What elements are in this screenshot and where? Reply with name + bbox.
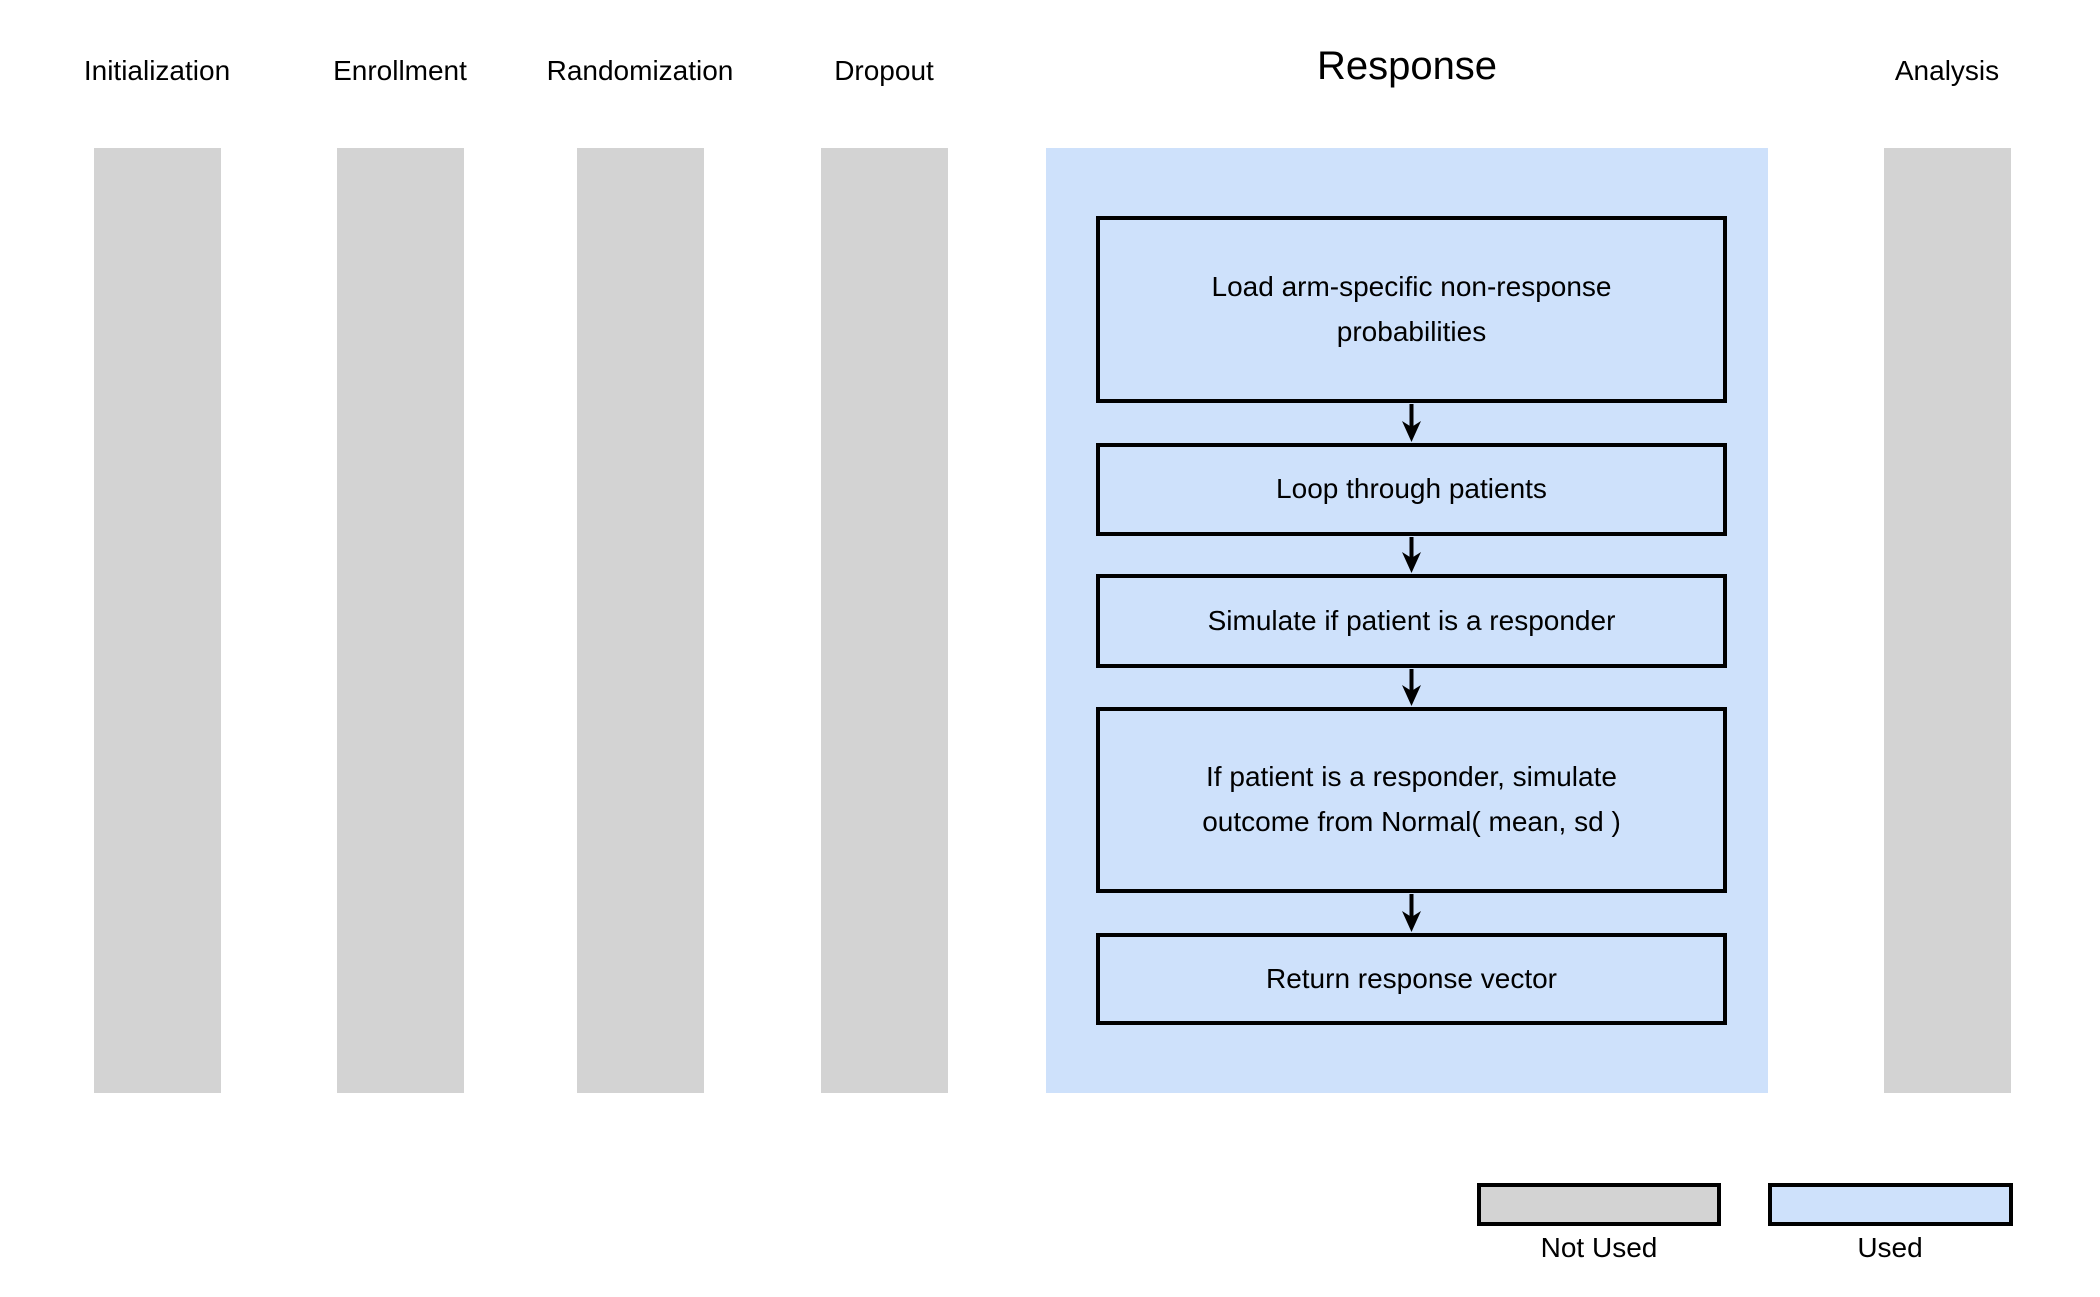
arrow-down-connector [1402,404,1421,442]
column-label-response: Response [1316,44,1498,88]
column-label-randomization: Randomization [546,55,734,86]
legend-swatch-not-used [1477,1183,1721,1226]
column-label-dropout: Dropout [834,55,934,86]
legend-swatch-used [1768,1183,2013,1226]
column-label-initialization: Initialization [83,55,231,86]
flow-step-load-probabilities: Load arm-specific non-response probabili… [1096,216,1727,403]
arrow-down-connector [1402,669,1421,706]
column-bar-randomization [577,148,704,1093]
column-label-analysis: Analysis [1894,55,2000,86]
flow-step-text-line: Return response vector [1265,962,1558,994]
flow-step-return-vector: Return response vector [1096,933,1727,1025]
column-bar-initialization [94,148,221,1093]
flow-step-text-line: outcome from Normal( mean, sd ) [1202,806,1621,837]
legend-label-not-used: Not Used [1540,1232,1658,1263]
flow-step-text-line: If patient is a responder, simulate [1206,761,1617,793]
column-label-enrollment: Enrollment [333,55,467,86]
column-bar-enrollment [337,148,464,1093]
arrow-down-connector [1402,894,1421,932]
flow-step-text-line: probabilities [1336,315,1487,347]
flow-step-text-line: Load arm-specific non-response [1211,270,1612,302]
flow-step-loop-patients: Loop through patients [1096,443,1727,536]
column-bar-analysis [1884,148,2011,1093]
arrow-down-connector [1402,537,1421,573]
legend-label-used: Used [1857,1232,1923,1263]
flow-step-simulate-outcome: If patient is a responder, simulate outc… [1096,707,1727,893]
flow-step-text-line: Simulate if patient is a responder [1207,604,1616,636]
flow-step-text-line: Loop through patients [1276,473,1547,505]
flow-step-simulate-responder: Simulate if patient is a responder [1096,574,1727,668]
column-bar-dropout [821,148,948,1093]
